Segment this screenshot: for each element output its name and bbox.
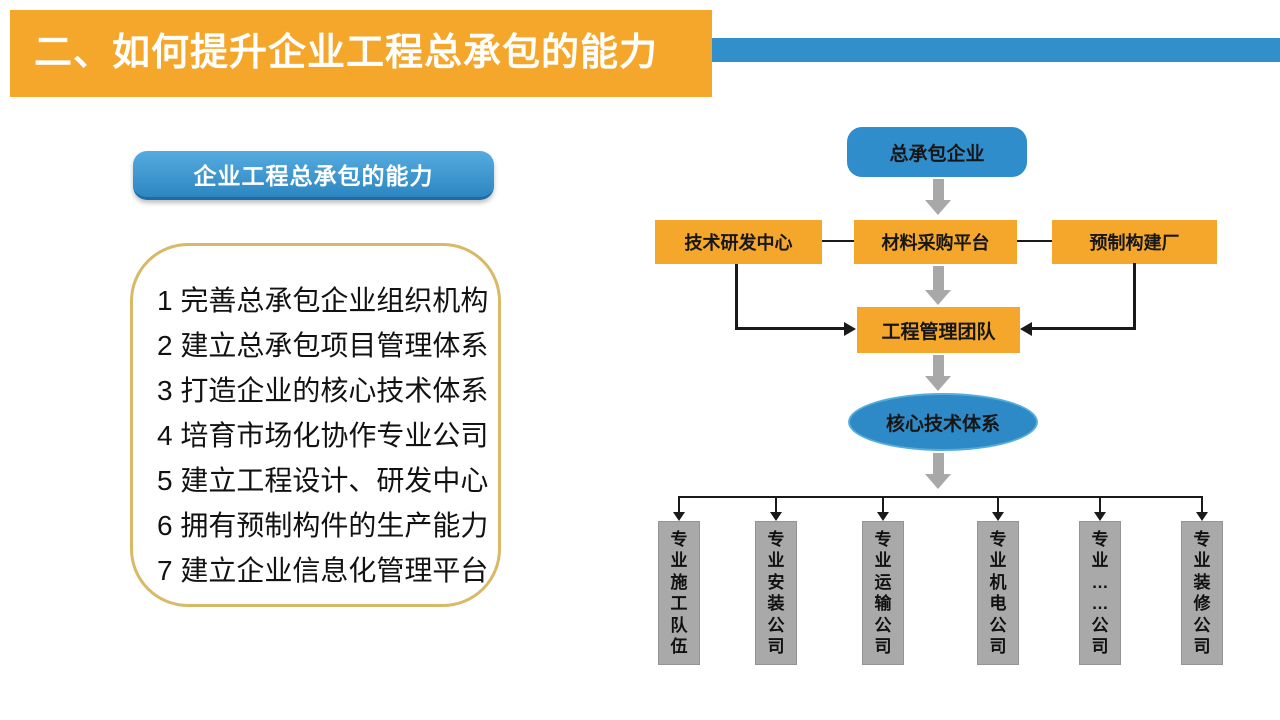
bottom-box-other-company: 专业……公司 <box>1079 521 1121 665</box>
capability-list: 1 完善总承包企业组织机构 2 建立总承包项目管理体系 3 打造企业的核心技术体… <box>130 243 501 607</box>
slide-title: 二、如何提升企业工程总承包的能力 <box>10 10 712 97</box>
list-item: 7 建立企业信息化管理平台 <box>157 554 489 586</box>
bottom-box-transport-company: 专业运输公司 <box>862 521 904 665</box>
arrow-down-icon <box>770 497 782 521</box>
bottom-box-construction-team: 专业施工队伍 <box>658 521 700 665</box>
node-general-contractor: 总承包企业 <box>847 127 1027 177</box>
arrow-down-icon <box>925 453 951 489</box>
list-item: 5 建立工程设计、研发中心 <box>157 464 489 496</box>
arrow-left-icon <box>1020 322 1032 336</box>
node-tech-rnd-center: 技术研发中心 <box>655 220 822 264</box>
bottom-box-installation-company: 专业安装公司 <box>755 521 797 665</box>
arrow-down-icon <box>1094 497 1106 521</box>
list-item: 2 建立总承包项目管理体系 <box>157 329 489 361</box>
distribution-line <box>678 496 1203 498</box>
node-project-management-team: 工程管理团队 <box>857 307 1020 353</box>
list-item: 1 完善总承包企业组织机构 <box>157 284 489 316</box>
node-core-tech-system: 核心技术体系 <box>848 393 1038 451</box>
connector-line <box>1017 240 1052 242</box>
node-material-platform: 材料采购平台 <box>854 220 1017 264</box>
arrow-down-icon <box>925 266 951 305</box>
bottom-box-decoration-company: 专业装修公司 <box>1181 521 1223 665</box>
connector-line <box>735 264 738 330</box>
node-precast-factory: 预制构建厂 <box>1052 220 1217 264</box>
arrow-down-icon <box>925 179 951 215</box>
capability-header-button: 企业工程总承包的能力 <box>133 151 494 200</box>
arrow-down-icon <box>673 497 685 521</box>
list-item: 4 培育市场化协作专业公司 <box>157 419 489 451</box>
list-item: 3 打造企业的核心技术体系 <box>157 374 489 406</box>
arrow-down-icon <box>992 497 1004 521</box>
arrow-down-icon <box>1196 497 1208 521</box>
connector-line <box>735 327 845 330</box>
arrow-right-icon <box>844 322 856 336</box>
arrow-down-icon <box>877 497 889 521</box>
connector-line <box>822 240 854 242</box>
arrow-down-icon <box>925 355 951 391</box>
bottom-box-mechanical-electrical-company: 专业机电公司 <box>977 521 1019 665</box>
connector-line <box>1032 327 1136 330</box>
list-item: 6 拥有预制构件的生产能力 <box>157 509 489 541</box>
title-accent-bar <box>712 38 1280 62</box>
connector-line <box>1133 263 1136 330</box>
